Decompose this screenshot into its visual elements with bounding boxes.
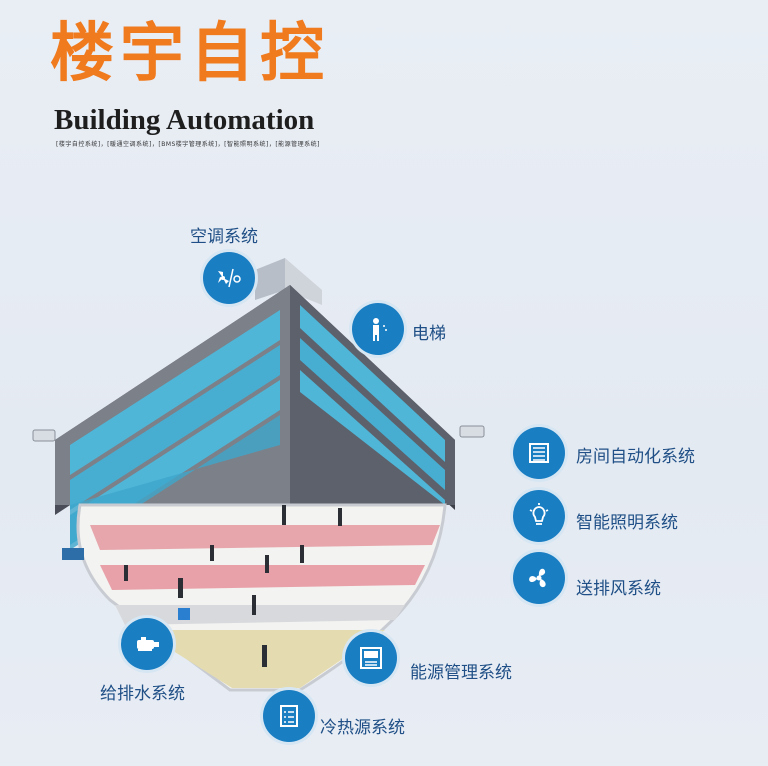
label-smart-lighting: 智能照明系统: [576, 513, 678, 533]
water-pump-icon: [121, 618, 173, 670]
hvac-fan-icon: [203, 252, 255, 304]
label-ventilation: 送排风系统: [576, 579, 661, 599]
label-room-automation: 房间自动化系统: [576, 447, 695, 467]
glass-band-left-2: [70, 345, 280, 510]
cooling-heating-checklist-icon: [263, 690, 315, 742]
camera-left: [32, 429, 56, 442]
camera-right: [459, 425, 485, 438]
parking-sign: [178, 608, 190, 620]
glass-band-right-1: [300, 305, 445, 462]
energy-meter-icon: [345, 632, 397, 684]
glass-band-left-1: [70, 310, 280, 475]
label-hvac: 空调系统: [190, 227, 258, 247]
lightbulb-icon: [513, 490, 565, 542]
room-automation-panel-icon: [513, 427, 565, 479]
floor-slab-1: [90, 525, 440, 550]
system-subtitle-line: [楼宇自控系统]，[暖通空调系统]，[BMS楼宇管理系统]，[智能照明系统]，[…: [56, 141, 321, 148]
page-title-en: Building Automation: [54, 104, 315, 136]
ventilation-fan-icon: [513, 552, 565, 604]
label-elevator: 电梯: [412, 324, 446, 344]
page-title-cn: 楼宇自控: [50, 16, 330, 91]
label-water-supply: 给排水系统: [100, 684, 185, 704]
elevator-person-icon: [352, 303, 404, 355]
glass-band-right-2: [300, 338, 445, 490]
label-energy-management: 能源管理系统: [410, 663, 512, 683]
glass-band-right-3: [300, 370, 445, 505]
label-cooling-heating: 冷热源系统: [320, 718, 405, 738]
